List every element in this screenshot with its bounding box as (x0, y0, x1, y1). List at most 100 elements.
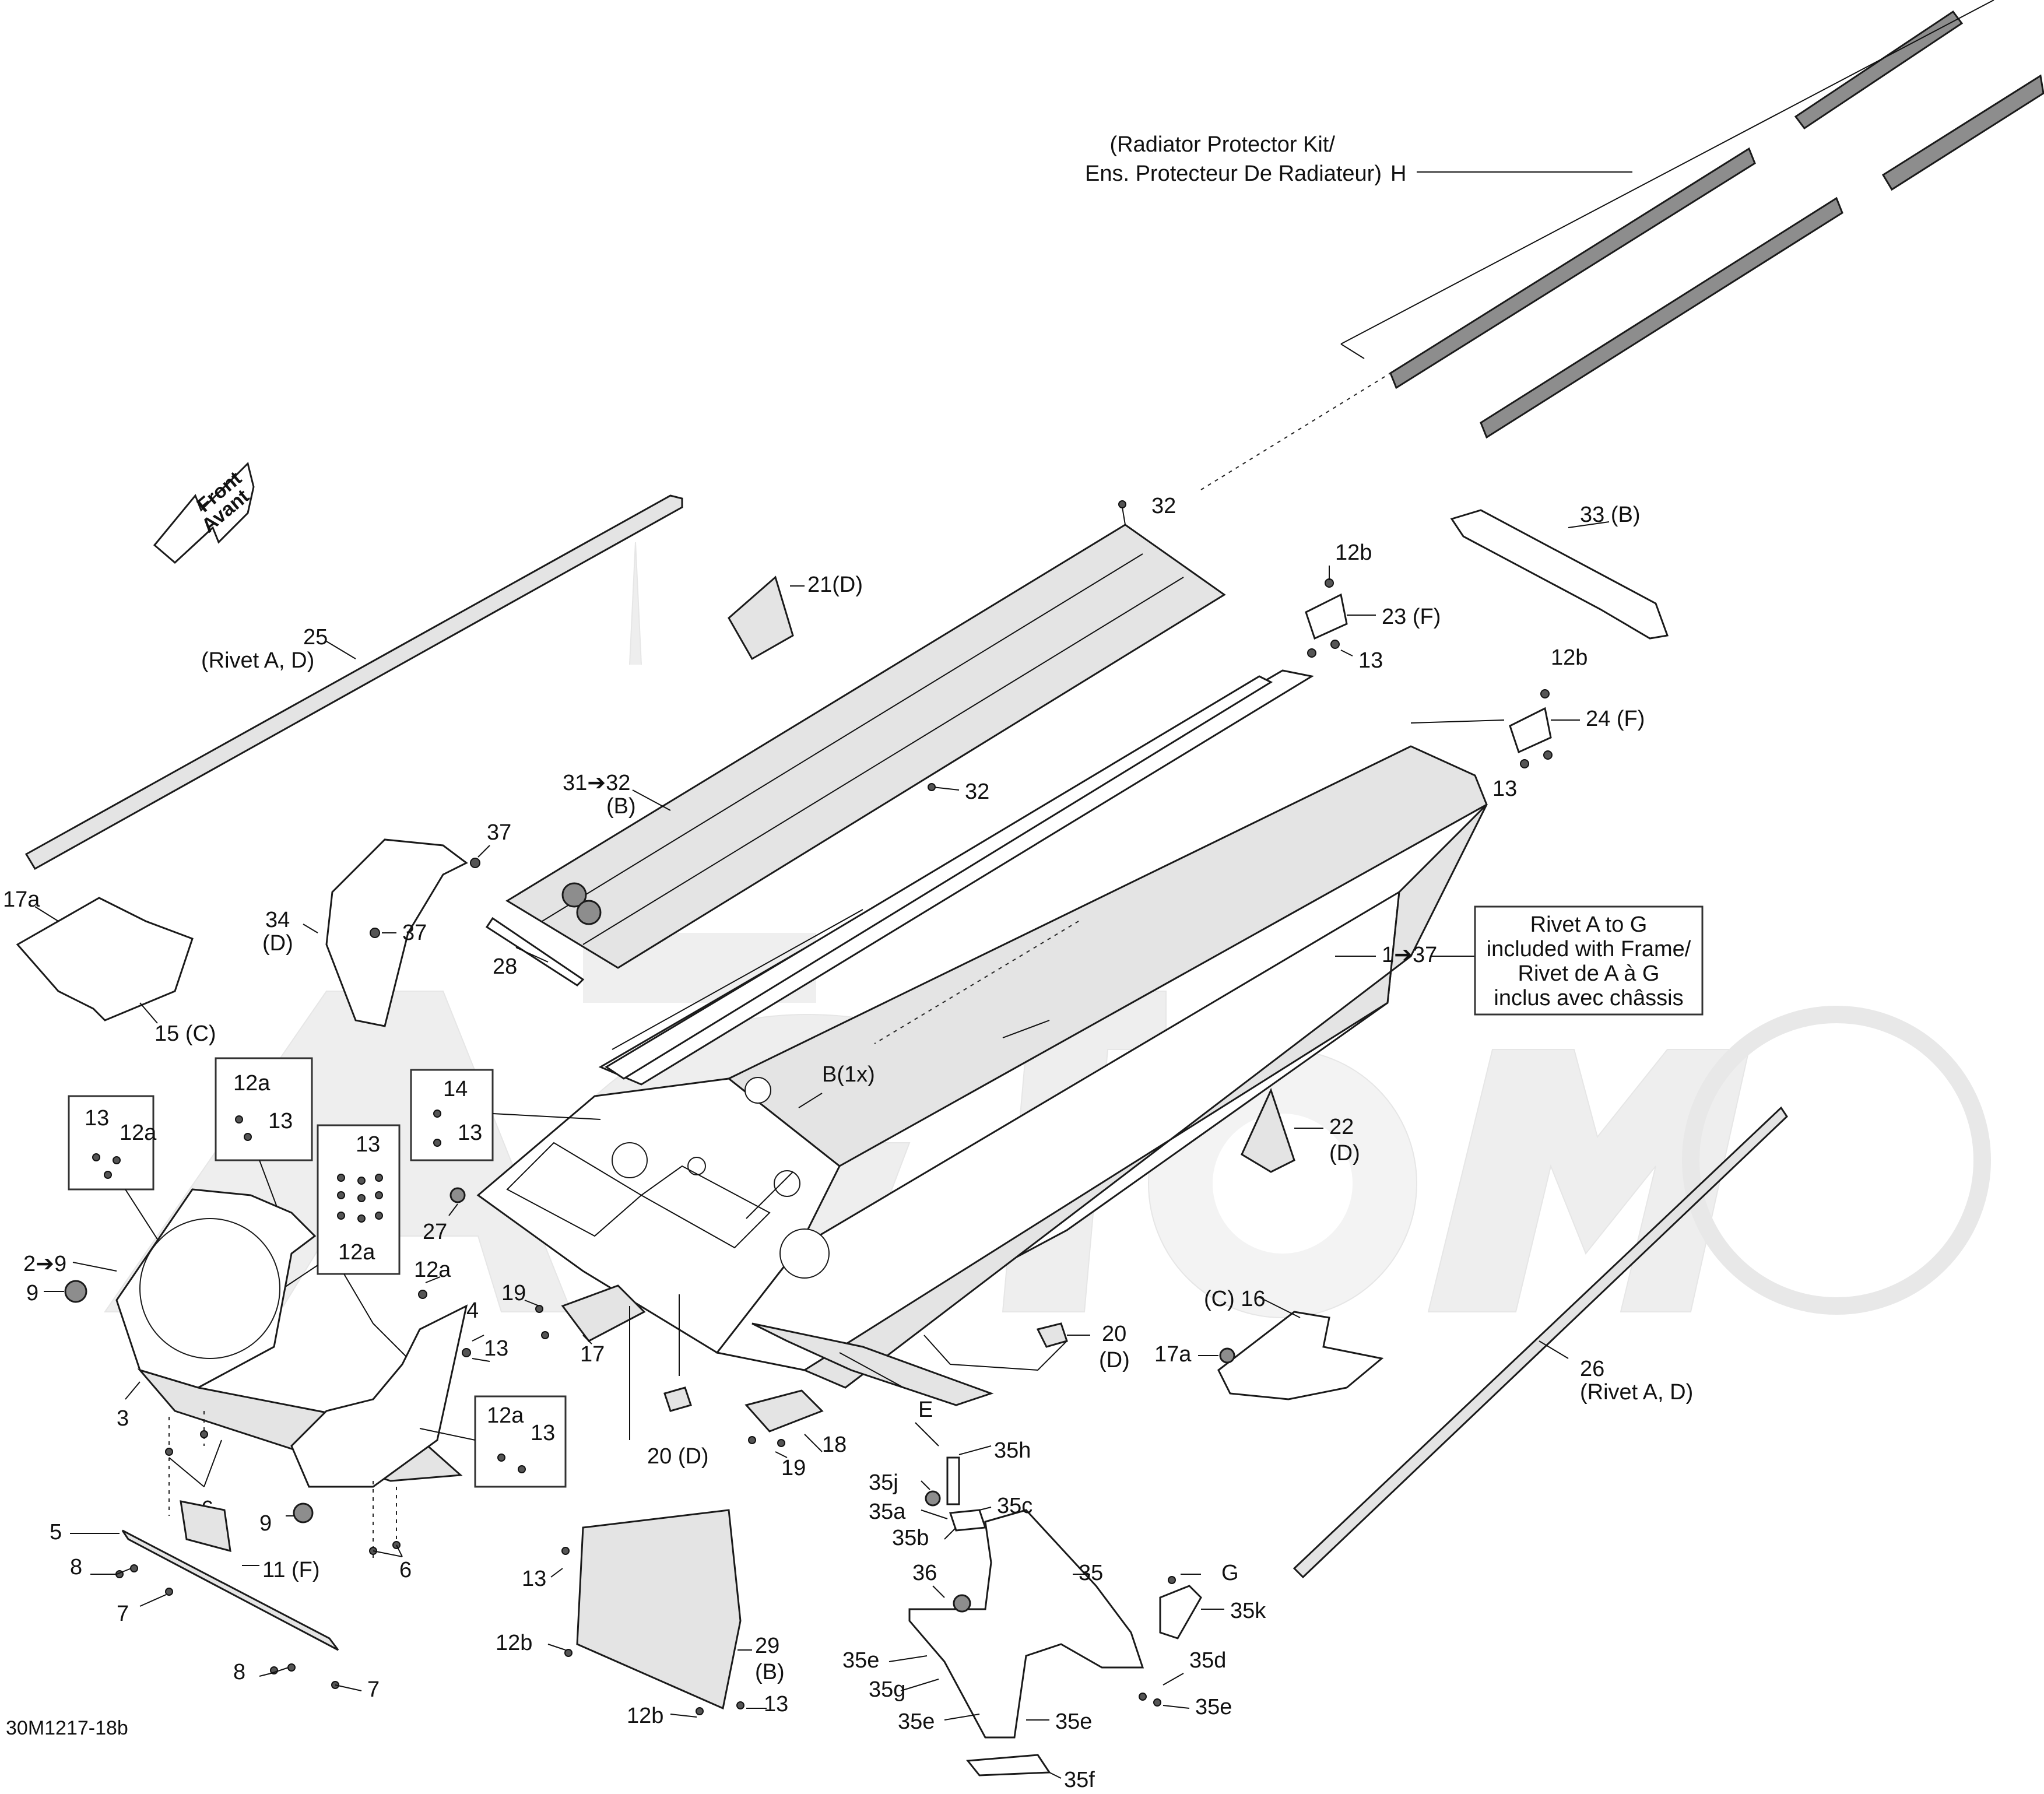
rivet-note-line4: inclus avec châssis (1494, 986, 1683, 1010)
callout-12a-3: 12a (338, 1240, 375, 1265)
rail-26 (1293, 1106, 1788, 1579)
heat-exchanger-31-32 (485, 500, 1226, 986)
callout-12b-2: 12b (1551, 645, 1588, 670)
callout-3: 3 (117, 1406, 129, 1431)
callout-20a: 20 (1102, 1322, 1126, 1346)
callout-35: 35 (1079, 1561, 1103, 1585)
callout-34: 34 (265, 908, 290, 932)
steering-support-35 (888, 1422, 1224, 1779)
callout-12a-1: 12a (120, 1121, 157, 1145)
box-12a-13-e (474, 1395, 567, 1488)
callout-12a-2: 12a (233, 1071, 271, 1096)
callout-13-9: 13 (522, 1567, 546, 1591)
callout-12b-3: 12b (496, 1631, 532, 1655)
kit-label-line1: (Radiator Protector Kit/ (1110, 132, 1336, 157)
callout-13-1: 13 (1358, 648, 1383, 673)
callout-6b: 6 (399, 1558, 412, 1582)
callout-33: 33 (B) (1580, 503, 1640, 527)
callout-15: 15 (C) (154, 1021, 216, 1046)
callout-35b: 35b (892, 1526, 929, 1550)
footrest-18 (744, 1389, 824, 1458)
callout-34b: (D) (262, 931, 293, 956)
fasteners-6 (165, 1411, 403, 1563)
panel-16 (1198, 1297, 1384, 1400)
callout-18: 18 (822, 1433, 847, 1457)
hinge-24 (1410, 689, 1580, 768)
callout-37a: 37 (487, 820, 511, 845)
callout-4: 4 (466, 1298, 479, 1323)
callout-12a-4: 12a (414, 1258, 451, 1282)
callout-35e-4: 35e (1055, 1709, 1092, 1734)
callout-E: E (918, 1398, 933, 1422)
callout-35k: 35k (1230, 1599, 1266, 1623)
callout-35c: 35c (997, 1494, 1032, 1518)
callout-12b-1: 12b (1335, 540, 1372, 565)
callout-35h: 35h (994, 1438, 1031, 1463)
callout-7b: 7 (367, 1677, 380, 1702)
radiator-protector-kit (1200, 0, 2044, 490)
callout-13-7: 13 (484, 1336, 508, 1361)
callout-32a: 32 (1151, 494, 1176, 518)
callout-2-9: 2➔9 (23, 1252, 66, 1276)
callout-28: 28 (493, 954, 517, 979)
callout-19b: 19 (781, 1456, 806, 1480)
main-frame (476, 669, 1488, 1406)
rivet-note-line1: Rivet A to G (1530, 912, 1648, 937)
callout-31-32b: (B) (606, 794, 636, 819)
callout-13-2: 13 (1492, 777, 1517, 801)
bracket-22 (1241, 1087, 1323, 1173)
footrest-17 (524, 1284, 646, 1344)
callout-35d: 35d (1189, 1648, 1226, 1673)
callout-24: 24 (F) (1586, 707, 1645, 731)
callout-31-32: 31➔32 (563, 771, 630, 795)
callout-37b: 37 (402, 921, 427, 945)
panel-15 (16, 897, 194, 1024)
callout-35g: 35g (869, 1677, 905, 1702)
callout-13-8: 13 (531, 1421, 555, 1445)
callout-35f: 35f (1064, 1768, 1095, 1792)
callout-17a-1: 17a (3, 887, 40, 912)
callout-22b: (D) (1329, 1141, 1360, 1165)
callout-23: 23 (F) (1382, 605, 1441, 629)
callout-19a: 19 (501, 1281, 526, 1305)
callout-26b: (Rivet A, D) (1580, 1380, 1693, 1405)
callout-27: 27 (423, 1220, 447, 1244)
callout-9a: 9 (26, 1281, 38, 1305)
box-13-12a-a (68, 1095, 154, 1191)
callout-B1x: B(1x) (822, 1062, 875, 1087)
callout-7a: 7 (117, 1602, 129, 1626)
kit-label-letter: H (1390, 162, 1406, 186)
bracket-33 (1450, 509, 1669, 640)
box-14-13-d (410, 1069, 494, 1161)
support-4 (290, 1276, 490, 1488)
callout-12a-5: 12a (487, 1403, 524, 1428)
callout-22: 22 (1329, 1115, 1354, 1139)
callout-9b: 9 (259, 1511, 272, 1536)
bracket-21 (728, 575, 805, 661)
callout-21: 21(D) (807, 573, 863, 597)
kit-label-line2: Ens. Protecteur De Radiateur) (1085, 162, 1382, 186)
callout-25b: (Rivet A, D) (201, 648, 314, 673)
grommet-27 (449, 1187, 466, 1203)
callout-G: G (1221, 1561, 1239, 1585)
rivet-note-line2: included with Frame/ (1487, 937, 1691, 961)
callout-35e-1: 35e (842, 1648, 879, 1673)
radiator-29 (547, 1306, 767, 1718)
callout-11: 11 (F) (262, 1558, 320, 1582)
callout-26: 26 (1580, 1357, 1604, 1381)
callout-13-4: 13 (268, 1109, 293, 1133)
callout-35j: 35j (869, 1470, 898, 1495)
callout-8a: 8 (70, 1555, 82, 1579)
callout-12b-4: 12b (627, 1704, 663, 1728)
callout-29: 29 (755, 1634, 779, 1658)
front-arrow: Front Avant (153, 462, 255, 564)
callout-36: 36 (912, 1561, 937, 1585)
callout-8b: 8 (233, 1660, 245, 1684)
callout-35e-2: 35e (1195, 1695, 1232, 1719)
hinge-23 (1305, 566, 1376, 658)
callout-13-3: 13 (85, 1106, 109, 1131)
callout-13-5: 13 (356, 1132, 380, 1157)
rail-25 (24, 494, 683, 870)
cover-20 (663, 1294, 1090, 1412)
